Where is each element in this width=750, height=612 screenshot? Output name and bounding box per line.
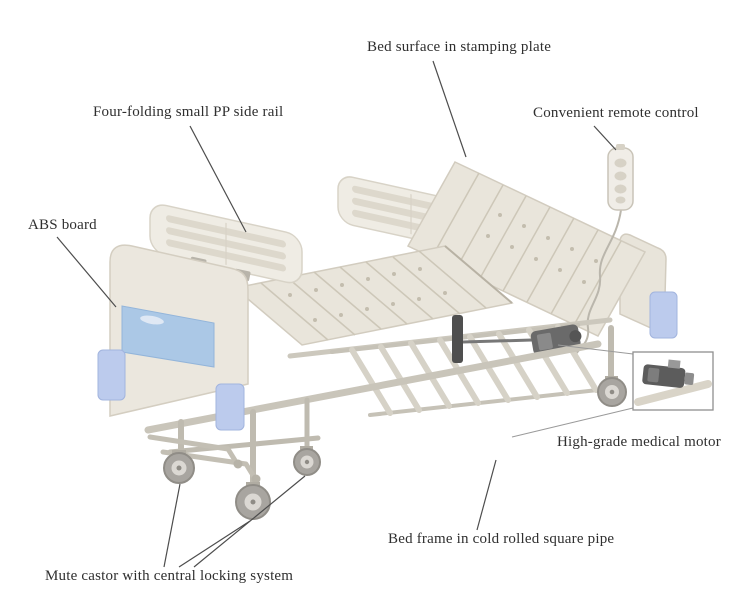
remote-control bbox=[574, 144, 634, 357]
motor-inset-box bbox=[511, 344, 714, 438]
caster-wheel-2 bbox=[235, 482, 271, 520]
leader-bed-frame bbox=[476, 459, 497, 531]
bed-deck bbox=[233, 245, 514, 346]
leader-abs-board bbox=[56, 236, 117, 308]
ladder-shelf bbox=[330, 323, 618, 417]
leader-side-rail bbox=[189, 125, 247, 233]
label-remote-control: Convenient remote control bbox=[533, 105, 699, 121]
foot-board bbox=[97, 244, 249, 431]
leader-castor-2 bbox=[178, 520, 251, 568]
crank-handles bbox=[147, 434, 257, 480]
side-rail-near bbox=[149, 204, 303, 284]
label-medical-motor: High-grade medical motor bbox=[557, 434, 721, 450]
caster-wheel-1 bbox=[163, 450, 195, 484]
leader-castor-1 bbox=[163, 483, 181, 568]
leader-remote bbox=[593, 125, 617, 151]
label-castor: Mute castor with central locking system bbox=[45, 568, 294, 584]
caster-housing-left bbox=[97, 349, 126, 401]
caster-wheel-3 bbox=[293, 446, 321, 476]
leader-bed-surface bbox=[432, 60, 467, 158]
leader-lines bbox=[56, 60, 617, 568]
label-side-rail: Four-folding small PP side rail bbox=[93, 104, 284, 120]
caster-housing-mid bbox=[215, 383, 245, 431]
caster-housing-right bbox=[649, 291, 678, 339]
under-frame bbox=[144, 315, 618, 491]
caster-wheel-4 bbox=[597, 376, 627, 407]
leader-castor-3 bbox=[193, 475, 306, 568]
label-bed-frame: Bed frame in cold rolled square pipe bbox=[388, 531, 615, 547]
label-bed-surface: Bed surface in stamping plate bbox=[367, 39, 552, 55]
backrest-plate bbox=[406, 161, 647, 337]
label-abs-board: ABS board bbox=[28, 217, 97, 233]
